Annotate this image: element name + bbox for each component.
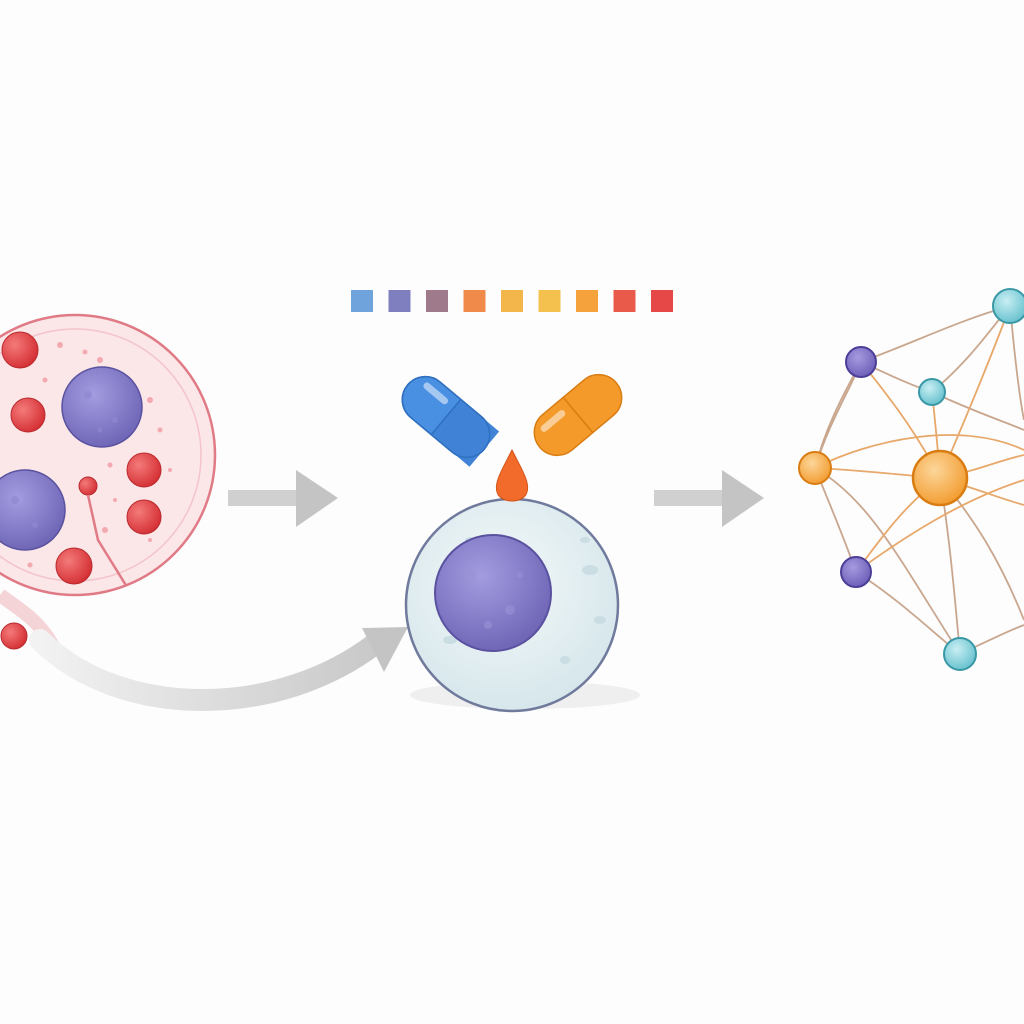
network-node-teal bbox=[943, 637, 977, 671]
tissue-nucleus-large bbox=[61, 366, 143, 448]
network-node-orange bbox=[798, 451, 832, 485]
legend-swatch bbox=[426, 290, 448, 312]
tissue-cut-line bbox=[86, 494, 137, 595]
legend-swatch bbox=[388, 290, 411, 312]
droplet-icon bbox=[495, 448, 529, 502]
tissue-section-icon bbox=[0, 313, 217, 654]
arrow-right-icon bbox=[228, 470, 338, 527]
network-graph-icon bbox=[798, 288, 1024, 671]
legend-swatch bbox=[576, 290, 598, 312]
network-node-purple bbox=[840, 556, 872, 588]
network-node-purple bbox=[845, 346, 877, 378]
legend-swatch bbox=[351, 290, 373, 312]
curved-arrow bbox=[29, 627, 408, 711]
legend-swatch bbox=[538, 290, 561, 312]
arrow-right-icon bbox=[654, 470, 764, 527]
legend-swatch bbox=[651, 290, 673, 312]
blue-capsule-icon bbox=[401, 375, 500, 467]
orange-capsule-icon bbox=[533, 373, 623, 457]
legend-swatch bbox=[463, 290, 486, 312]
network-node-orange-hub bbox=[911, 449, 969, 507]
tissue-red-cells bbox=[1, 331, 162, 585]
color-legend bbox=[351, 290, 673, 312]
network-node-teal bbox=[918, 378, 946, 406]
cell-nucleus bbox=[434, 534, 552, 652]
cell-with-capsules-icon bbox=[401, 373, 640, 713]
legend-swatch bbox=[501, 290, 523, 312]
network-node-teal bbox=[992, 288, 1024, 324]
extracted-red-cell bbox=[0, 622, 28, 650]
tissue-nucleus-left bbox=[0, 469, 66, 551]
legend-swatch bbox=[613, 290, 636, 312]
